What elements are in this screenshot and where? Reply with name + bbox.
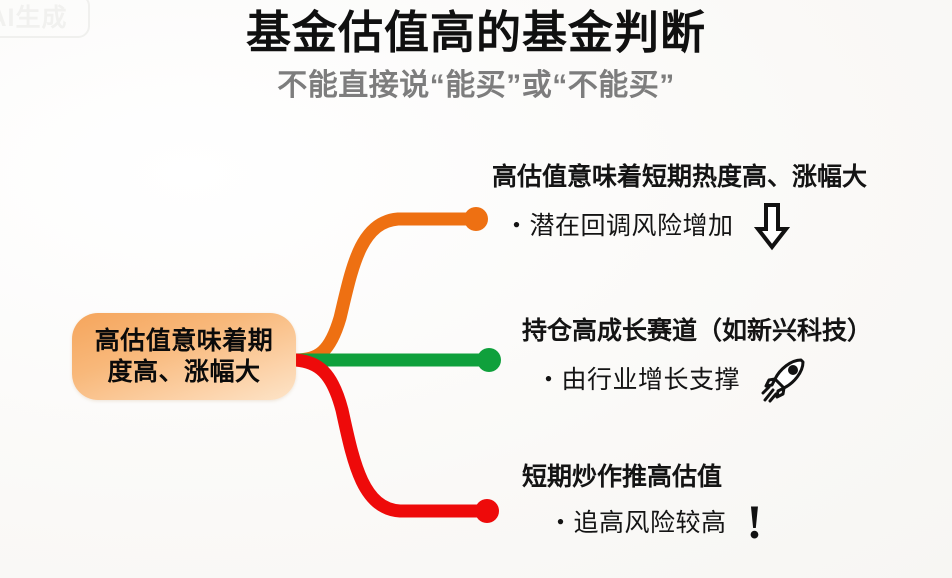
- ai-generated-watermark: AI生成: [0, 0, 90, 38]
- topic-3-bullet: ・追高风险较高: [548, 508, 727, 537]
- topic-2-title: 持仓高成长赛道（如新兴科技）: [522, 317, 873, 345]
- watermark-label: AI生成: [0, 4, 68, 32]
- page-title: 基金估值高的基金判断: [245, 7, 706, 58]
- topic-1-bullet: ・潜在回调风险增加: [504, 212, 734, 240]
- branch-path-3: [289, 353, 487, 518]
- branch-endpoint-3: [475, 499, 499, 523]
- page-subtitle: 不能直接说“能买”或“不能买”: [277, 68, 675, 102]
- arrow-down-outline-icon: [753, 201, 790, 251]
- topic-node-1[interactable]: 高估值意味着短期热度高、涨幅大 ・潜在回调风险增加: [492, 162, 867, 251]
- root-node-label-line1: 高估值意味着期: [94, 327, 274, 355]
- topic-3-title: 短期炒作推高估值: [522, 463, 723, 491]
- topic-2-bullet: ・由行业增长支撑: [536, 366, 741, 394]
- topic-1-title: 高估值意味着短期热度高、涨幅大: [492, 163, 868, 191]
- branch-endpoint-1: [464, 207, 488, 231]
- root-node[interactable]: 高估值意味着期 度高、涨幅大: [72, 313, 296, 400]
- topic-2-detail-row: ・由行业增长支撑: [522, 355, 872, 405]
- branch-endpoint-2: [477, 348, 501, 372]
- rocket-icon: [760, 355, 808, 405]
- root-node-label-line2: 度高、涨幅大: [107, 357, 261, 386]
- header: 基金估值高的基金判断 不能直接说“能买”或“不能买”: [0, 0, 952, 104]
- topic-1-detail-row: ・潜在回调风险增加: [492, 201, 867, 251]
- exclamation-mark-icon: !: [746, 496, 763, 549]
- topic-node-3[interactable]: 短期炒作推高估值 ・追高风险较高 !: [522, 462, 763, 549]
- topic-3-detail-row: ・追高风险较高 !: [522, 496, 763, 549]
- branch-path-1: [289, 212, 477, 367]
- topic-node-2[interactable]: 持仓高成长赛道（如新兴科技） ・由行业增长支撑: [522, 316, 872, 405]
